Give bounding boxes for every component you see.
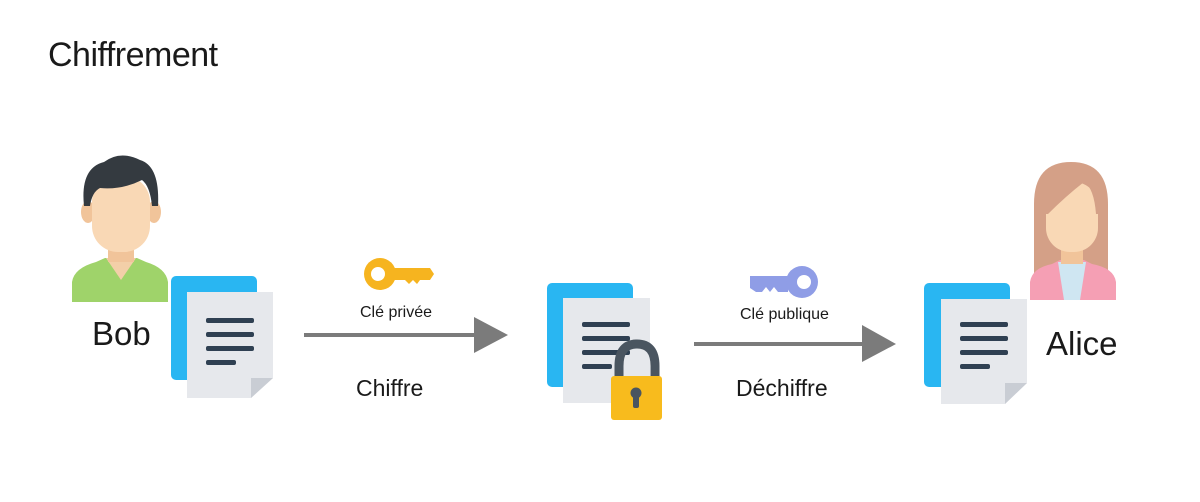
- encrypt-arrow: [304, 317, 508, 353]
- public-key-label: Clé publique: [740, 306, 829, 323]
- page-title: Chiffrement: [48, 36, 218, 74]
- document-icon: [924, 283, 1027, 404]
- sender-name: Bob: [92, 315, 151, 352]
- decrypt-arrow: [694, 325, 896, 362]
- encrypt-action-label: Chiffre: [356, 375, 424, 401]
- blue-key-icon: [750, 266, 818, 298]
- padlock-icon: [611, 339, 662, 420]
- private-key-label: Clé privée: [360, 304, 433, 321]
- man-avatar-icon: [72, 155, 168, 302]
- decrypt-action-label: Déchiffre: [736, 375, 828, 401]
- woman-avatar-icon: [1030, 162, 1116, 300]
- document-icon: [171, 276, 273, 398]
- receiver-name: Alice: [1046, 325, 1118, 362]
- golden-key-icon: [364, 258, 434, 290]
